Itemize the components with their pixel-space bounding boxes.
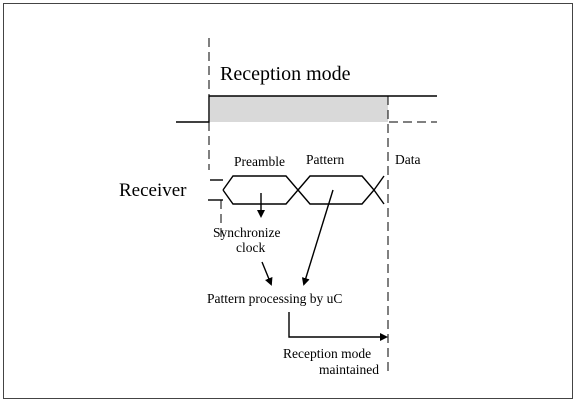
pattern-processing-label: Pattern processing by uC [207, 291, 342, 306]
diagram-frame [3, 3, 573, 399]
reception-window-shade [210, 96, 388, 122]
receiver-label: Receiver [119, 180, 187, 201]
synchronize-label: Synchronize [213, 225, 280, 240]
maintained-line2-label: maintained [319, 362, 379, 377]
data-segment [373, 175, 385, 191]
receiver-waveform [208, 175, 385, 205]
pattern-label: Pattern [306, 152, 344, 167]
processing-to-maintained-arrow [288, 312, 388, 341]
sync-to-processing-arrow [261, 261, 273, 286]
reception-mode-signal [176, 95, 437, 123]
reception-mode-label: Reception mode [220, 63, 351, 85]
pattern-to-processing-arrow [301, 189, 334, 286]
pattern-segment [297, 175, 375, 205]
preamble-label: Preamble [234, 154, 285, 169]
data-segment-lower [373, 189, 385, 205]
maintained-line1-label: Reception mode [283, 346, 371, 361]
data-label: Data [395, 152, 420, 167]
clock-label: clock [236, 240, 265, 255]
